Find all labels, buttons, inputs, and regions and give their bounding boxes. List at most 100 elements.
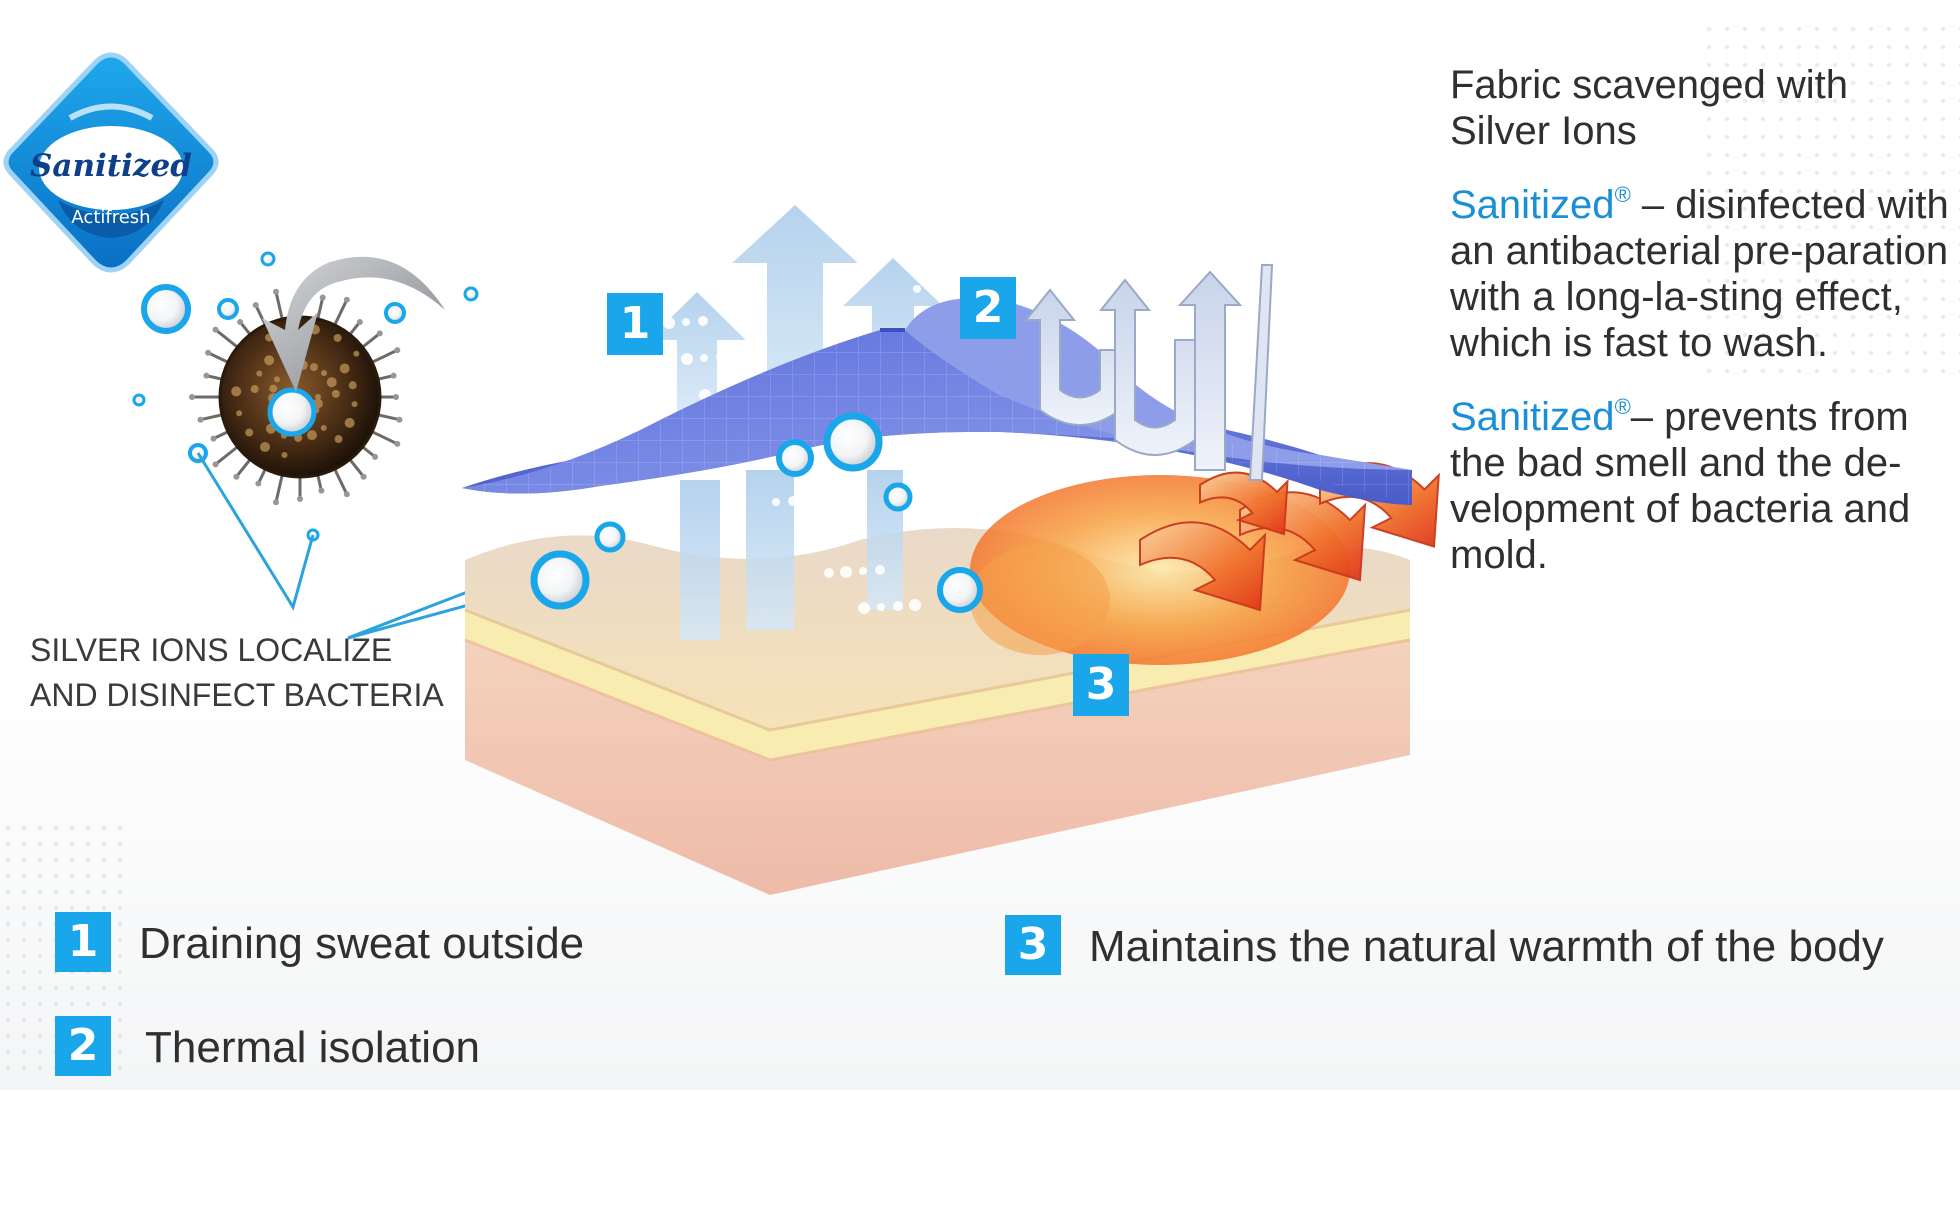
sweat-droplet [682,318,690,326]
thermal-arrow [1177,270,1243,471]
sweat-droplet [875,565,885,575]
bacterium-spike [199,412,226,422]
sweat-droplet [716,352,726,362]
bacterium-spot [339,363,350,374]
sweat-arrow [680,480,720,640]
bacterium-spot [353,350,360,357]
bacterium-spike [347,456,366,479]
silver-ion-icon [776,439,814,477]
sweat-droplet [804,494,816,506]
legend-number: 2 [55,1016,111,1076]
bacterium-spike-tip [319,294,326,301]
bacterium-spike-tip [393,394,399,400]
description-panel: Fabric scavenged with Silver Ions Saniti… [1450,62,1950,596]
bacterium-spike-tip [343,296,350,303]
brand-name: Sanitized [1450,183,1615,227]
brand-name: Sanitized [1450,395,1615,439]
bacterium-spike-tip [372,453,379,460]
sweat-droplet [877,603,885,611]
legend-text: Maintains the natural warmth of the body [1089,922,1884,971]
silver-ion-icon [937,567,983,613]
bacterium-spot [309,363,318,372]
bacterium-spike-tip [212,326,219,333]
sweat-droplet [663,317,675,329]
bacterium-spot [269,384,278,393]
sweat-droplet [859,567,867,575]
bacterium-spot [236,410,243,417]
bacterium-spike-tip [394,347,401,354]
sweat-droplet [823,495,831,503]
description-paragraph-2: Sanitized®– prevents from the bad smell … [1450,384,1950,578]
bacterium-spike-tip [272,288,279,295]
sweat-droplet [645,281,657,293]
silver-ion-icon [141,284,191,334]
bacterium-spike-tip [343,491,350,498]
bacterium-spike-tip [297,496,303,502]
sanitized-logo [3,52,219,273]
sweat-droplet [929,283,939,293]
arrow-icon [262,256,445,392]
sweat-droplet [665,355,675,365]
silver-ion-icon [132,393,146,407]
bacterium-spike-tip [360,473,367,480]
silver-ion-group [530,412,983,613]
bacterium-spike [368,348,399,365]
silver-ion-icon [217,298,239,320]
sweat-droplet [858,602,870,614]
background-dot-pattern [1700,20,1960,380]
silver-ions-label: SILVER IONS LOCALIZE AND DISINFECT BACTE… [30,632,444,713]
sweat-droplet [876,248,888,260]
sweat-droplet [754,462,762,470]
sweat-arrow [746,470,794,630]
legend-text: Thermal isolation [145,1023,481,1072]
sweat-droplet [700,354,708,362]
bacterium-spike-tip [210,435,217,442]
bacterium-spike [359,331,382,350]
bacterium-spike-tip [237,318,244,325]
bacterium-spot [326,377,337,388]
bacterium-icon [189,288,403,506]
description-heading: Fabric scavenged with Silver Ions [1450,63,1848,153]
sweat-arrow [732,205,858,430]
sweat-droplet [698,316,708,326]
sweat-droplet [913,285,921,293]
bacterium-spot [260,441,271,452]
bacterium-spike-tip [356,318,363,325]
bacterium-spike-tip [203,372,210,379]
description-text: – prevents from the bad smell and the de… [1450,395,1911,577]
legend-number: 3 [1005,915,1061,975]
bacterium-spike-tip [390,372,397,379]
sweat-droplet [911,247,921,257]
sweat-droplet [772,498,780,506]
thermal-arrow [1098,278,1196,456]
bacterium-spike-tip [376,330,383,337]
registered-mark: ® [1614,182,1631,207]
bacterium-spot [344,417,355,428]
bacterium-spike [206,351,232,365]
thermal-arrow [1248,264,1274,481]
thermal-arrow [1023,288,1121,426]
sweat-droplet [857,529,867,539]
bacterium-spot [250,385,259,394]
description-text: – disinfected with an antibacterial pre-… [1450,183,1949,365]
sweat-droplet [840,566,852,578]
bacterium-spike-tip [272,499,279,506]
bacterium-spot [315,394,321,400]
bacterium-spot [351,401,358,408]
sweat-droplet [806,532,816,542]
bacterium-spike-tip [255,480,262,487]
bacterium-spike-tip [318,487,325,494]
sweat-droplet [927,245,939,257]
legend-number: 1 [55,912,111,972]
bacterium-spike [234,456,253,479]
bacterium-spike [214,444,241,466]
logo-brand-text: Sanitized [30,148,192,184]
bacterium-spike [374,412,401,422]
bacterium-spike [315,296,325,323]
bacterium-spot [333,333,342,342]
bacterium-spot [334,435,343,444]
bacterium-spot [245,428,254,437]
sweat-droplet [681,353,693,365]
silver-ion-icon [463,286,479,302]
